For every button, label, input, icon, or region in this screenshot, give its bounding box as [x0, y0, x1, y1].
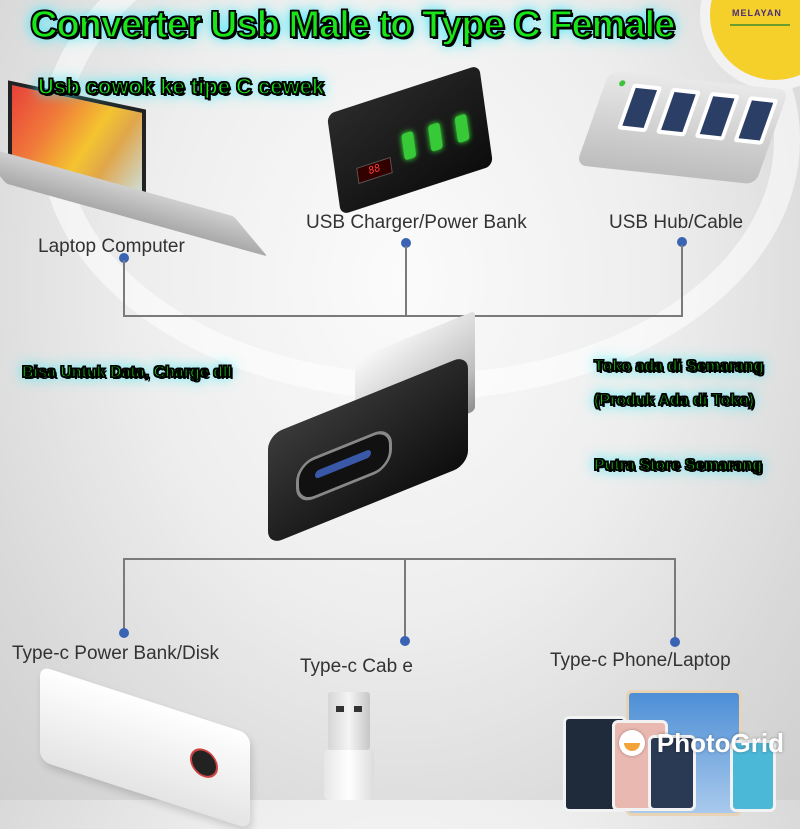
left-note: Bisa Untuk Data, Charge dll [21, 363, 232, 382]
connector-line [681, 245, 683, 316]
subtitle: Usb cowok ke tipe C cewek [37, 73, 325, 100]
hub-port [617, 83, 663, 133]
usb-cable-icon [328, 692, 370, 750]
right-note-store-location: Toko ada di Semarang [593, 357, 764, 376]
hub-port [655, 87, 702, 137]
right-note-store-name: Putra Store Semarang [593, 456, 763, 475]
hub-port [733, 96, 779, 145]
connector-dot [119, 628, 129, 638]
connector-line [404, 558, 406, 640]
badge-divider [730, 24, 790, 26]
label-type-c-phone-laptop: Type-c Phone/Laptop [550, 650, 731, 671]
connector-line [405, 246, 407, 316]
phone-icon [648, 735, 696, 811]
label-usb-charger: USB Charger/Power Bank [306, 212, 527, 233]
label-usb-hub: USB Hub/Cable [609, 212, 744, 233]
connector-line [123, 315, 683, 317]
label-type-c-cable: Type-c Cab e [300, 656, 413, 677]
connector-dot [670, 637, 680, 647]
charger-display: 88 [356, 156, 393, 185]
connector-dot [119, 253, 129, 263]
label-type-c-power-bank: Type-c Power Bank/Disk [12, 643, 219, 664]
photogrid-logo-icon [618, 730, 645, 756]
badge-text: MELAYAN [732, 8, 782, 18]
photogrid-watermark: PhotoGrid [618, 728, 784, 759]
connector-line [123, 558, 675, 560]
charger-port [401, 130, 417, 161]
connector-line [674, 558, 676, 640]
power-bank-icon [40, 665, 250, 829]
page-title: Converter Usb Male to Type C Female [29, 3, 676, 47]
connector-dot [400, 636, 410, 646]
connector-line [123, 558, 125, 632]
label-laptop-computer: Laptop Computer [38, 236, 185, 257]
hub-port [694, 91, 740, 141]
charger-port [427, 122, 443, 152]
connector-line [123, 260, 125, 316]
hub-led [618, 80, 627, 87]
cable-body [324, 750, 374, 800]
charger-port [454, 113, 470, 144]
usb-hub-icon [576, 70, 789, 185]
watermark-text: PhotoGrid [656, 728, 784, 758]
connector-dot [401, 238, 411, 248]
right-note-product-availability: (Produk Ada di Toko) [593, 391, 755, 410]
usb-c-port [296, 425, 392, 507]
connector-dot [677, 237, 687, 247]
power-bank-display [190, 744, 218, 782]
